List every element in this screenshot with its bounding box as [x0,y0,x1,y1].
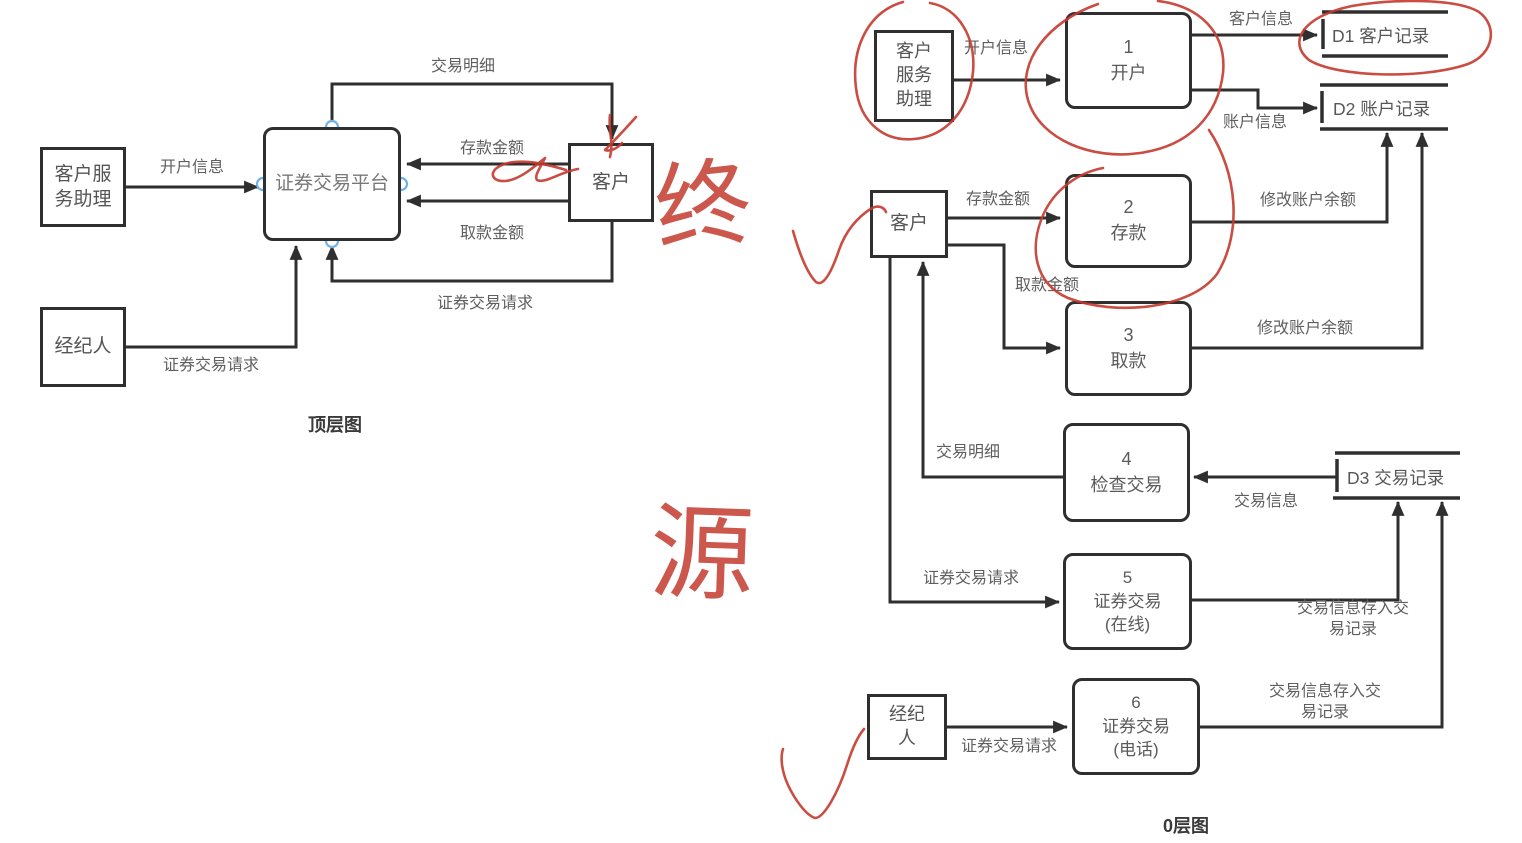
l0-flow-trade-request-broker-label: 证券交易请求 [960,738,1057,755]
l0-process-1-number: 1 [1123,36,1134,57]
l0-flow-trade-request-customer-label: 证券交易请求 [922,570,1019,587]
l0-flow-update-balance-2-label: 修改账户余额 [1256,320,1353,337]
l0-process-4-number: 4 [1121,448,1132,469]
l0-entity-customer-box: 客户 [870,190,948,258]
l0-flow-trade-info-label: 交易信息 [1233,493,1298,510]
d3-store-shape [1333,451,1460,500]
l0-entity-csa-label: 客户服务助理 [896,41,932,109]
level0-diagram-connectors [888,28,1449,734]
top-entity-broker-box: 经纪人 [40,307,126,387]
l0-process-1-box: 1 开户 [1065,12,1192,109]
l0-process-6-name: 证券交易 [1102,717,1170,737]
l0-store-d3-label: D3 交易记录 [1347,468,1445,488]
l0-process-6-sub: (电话) [1113,739,1159,759]
l0-flow-account-info-label: 账户信息 [1222,114,1287,131]
l0-entity-customer-label: 客户 [889,213,928,235]
l0-store-d2-label: D2 账户记录 [1333,99,1431,119]
top-process-platform-box: 证券交易平台 [263,127,401,241]
l0-diagram-caption: 0层图 [1162,816,1209,836]
d2-store-shape [1320,83,1448,131]
l0-flow-deposit-label: 存款金额 [965,191,1030,208]
l0-process-6-number: 6 [1131,692,1141,712]
top-flow-trade-request-broker-label: 证券交易请求 [162,357,259,374]
top-entity-csa-box: 客户服务助理 [40,147,126,227]
l0-process-2-box: 2 存款 [1065,174,1192,268]
l0-flow-withdraw-label: 取款金额 [1014,277,1079,294]
l0-process-5-name: 证券交易 [1093,592,1162,612]
top-flow-open-account-label: 开户信息 [159,159,224,176]
l0-process-2-number: 2 [1123,197,1134,218]
top-process-platform-label: 证券交易平台 [274,173,389,195]
l0-process-5-number: 5 [1122,567,1133,587]
l0-flow-update-balance-1-label: 修改账户余额 [1259,192,1356,209]
l0-process-3-number: 3 [1123,324,1134,345]
top-flow-trade-request-customer-label: 证券交易请求 [436,295,533,312]
top-flow-trade-detail-label: 交易明细 [430,58,495,75]
l0-process-3-name: 取款 [1110,350,1147,371]
l0-entity-broker-box: 经纪人 [867,694,947,760]
top-diagram-caption: 顶层图 [308,415,362,435]
top-flow-deposit-label: 存款金额 [459,140,524,157]
top-flow-withdraw-label: 取款金额 [459,225,524,242]
l0-flow-trade-detail-label: 交易明细 [935,444,1000,461]
l0-flow-store-trade-1-label: 交易信息存入交易记录 [1296,600,1409,638]
data-store-shapes [1320,10,1460,500]
l0-process-2-name: 存款 [1110,223,1147,243]
l0-process-1-name: 开户 [1110,62,1147,83]
l0-entity-broker-label: 经纪人 [889,704,925,748]
l0-store-d1-label: D1 客户记录 [1332,26,1430,46]
l0-process-5-sub: (在线) [1104,614,1151,634]
l0-process-6-box: 6 证券交易 (电话) [1072,678,1200,775]
top-entity-broker-label: 经纪人 [54,336,112,358]
l0-process-4-box: 4 检查交易 [1063,423,1190,522]
l0-entity-csa-box: 客户服务助理 [874,30,954,122]
l0-process-5-box: 5 证券交易 (在线) [1063,553,1192,650]
l0-flow-open-account-label: 开户信息 [963,40,1028,57]
l0-process-3-box: 3 取款 [1065,301,1192,396]
top-entity-customer-box: 客户 [568,143,654,222]
l0-flow-customer-info-label: 客户信息 [1228,11,1293,28]
l0-process-4-name: 检查交易 [1090,474,1163,495]
top-entity-csa-label: 客户服务助理 [54,163,112,210]
top-entity-customer-label: 客户 [591,171,630,193]
l0-flow-store-trade-2-label: 交易信息存入交易记录 [1268,683,1381,721]
